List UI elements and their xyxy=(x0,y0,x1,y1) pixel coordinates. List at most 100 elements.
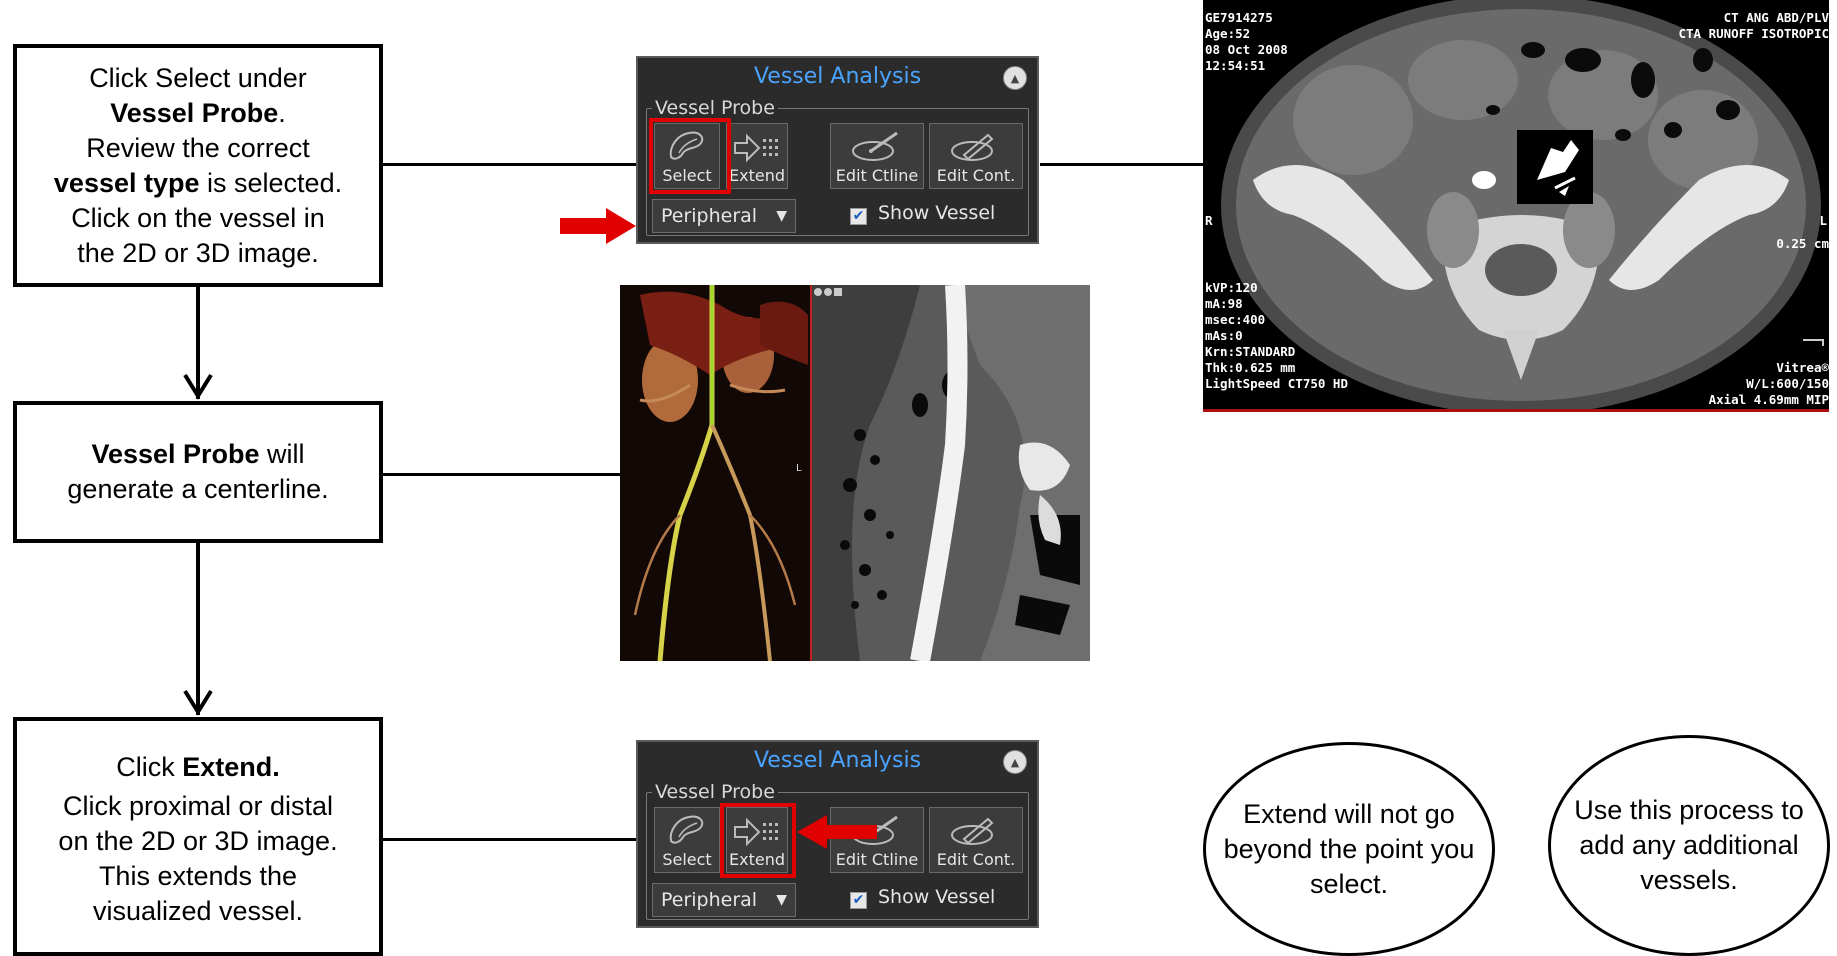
step-2-box: Vessel Probe will generate a centerline. xyxy=(13,401,383,543)
arrowhead-down-2 xyxy=(182,686,214,716)
step-3-line-1: Click Extend. xyxy=(116,750,280,785)
extend-arrow-icon xyxy=(733,133,781,163)
step-3-bold-extend: Extend. xyxy=(182,752,280,782)
ct-axial-image[interactable]: GE7914275 Age:52 08 Oct 2008 12:54:51 CT… xyxy=(1203,0,1829,412)
edit-cont-button-label-2: Edit Cont. xyxy=(937,850,1016,869)
edit-cont-button-2[interactable]: Edit Cont. xyxy=(929,807,1023,873)
edit-cont-button[interactable]: Edit Cont. xyxy=(929,123,1023,189)
step-1-bold-vessel-probe: Vessel Probe xyxy=(110,98,278,128)
select-button-label-2: Select xyxy=(662,850,711,869)
note-1-line-1: Extend will not go xyxy=(1224,797,1475,832)
edit-contour-icon xyxy=(948,129,1004,163)
dropdown-arrow-icon: ▼ xyxy=(776,208,787,224)
step-3-line-1-text: Click xyxy=(116,752,182,782)
note-1-line-3: select. xyxy=(1224,867,1475,902)
ct-vendor: Vitrea® xyxy=(1709,360,1829,376)
vessel-3d-2d-image[interactable]: L xyxy=(620,285,1090,661)
step-1-line-6: the 2D or 3D image. xyxy=(77,236,319,271)
ct-window-level: W/L:600/150 xyxy=(1709,376,1829,392)
ct-series-name: CTA RUNOFF ISOTROPIC xyxy=(1678,26,1829,42)
step-1-line-4-rest: is selected. xyxy=(200,168,343,198)
ct-scanner: LightSpeed CT750 HD xyxy=(1205,376,1348,392)
collapse-chevron-icon-2[interactable]: ▲ xyxy=(1003,750,1027,774)
panel-title-2: Vessel Analysis xyxy=(638,748,1037,773)
connector-step3-panel xyxy=(383,838,636,841)
step-3-line-2: Click proximal or distal xyxy=(63,789,333,824)
step-1-bold-vessel-type: vessel type xyxy=(54,168,200,198)
ct-scale-label: 0.25 cm xyxy=(1776,236,1829,252)
step-2-line-1-rest: will xyxy=(260,439,305,469)
note-2-line-2: add any additional xyxy=(1574,828,1804,863)
step-3-line-3: on the 2D or 3D image. xyxy=(58,824,337,859)
extend-button-label: Extend xyxy=(729,166,785,185)
ct-bottom-left-info: kVP:120 mA:98 msec:400 mAs:0 Krn:STANDAR… xyxy=(1205,280,1348,392)
extend-button[interactable]: Extend xyxy=(726,123,788,189)
edit-centerline-icon xyxy=(849,129,905,163)
step-3-box: Click Extend. Click proximal or distal o… xyxy=(13,717,383,956)
vessel-type-dropdown[interactable]: Peripheral ▼ xyxy=(652,199,796,233)
ct-side-marker-left: R xyxy=(1205,213,1213,229)
edit-contour-icon-2 xyxy=(948,813,1004,847)
step-1-line-2: Vessel Probe. xyxy=(110,96,286,131)
connector-panel-ct xyxy=(1040,163,1205,166)
step-2-line-2: generate a centerline. xyxy=(67,472,328,507)
vessel-probe-hand-icon-2 xyxy=(665,811,709,847)
edit-ctline-button-label: Edit Ctline xyxy=(836,166,918,185)
step-1-line-3: Review the correct xyxy=(86,131,310,166)
arrowhead-down-1 xyxy=(182,370,214,400)
show-vessel-label-2: Show Vessel xyxy=(878,886,995,908)
note-oval-extend-limit: Extend will not go beyond the point you … xyxy=(1203,742,1495,956)
edit-ctline-button-label-2: Edit Ctline xyxy=(836,850,918,869)
step-3-line-5: visualized vessel. xyxy=(93,894,303,929)
step-2-bold-vessel-probe: Vessel Probe xyxy=(91,439,259,469)
edit-ctline-button[interactable]: Edit Ctline xyxy=(830,123,924,189)
ct-reformat: Axial 4.69mm MIP xyxy=(1709,392,1829,408)
ct-top-left-info: GE7914275 Age:52 08 Oct 2008 12:54:51 xyxy=(1205,10,1288,74)
vessel-probe-label-2: Vessel Probe xyxy=(652,781,778,803)
step-1-line-4: vessel type is selected. xyxy=(54,166,342,201)
vessel-type-value: Peripheral xyxy=(661,205,757,227)
select-button-2[interactable]: Select xyxy=(654,807,720,873)
vessel-type-dropdown-2[interactable]: Peripheral ▼ xyxy=(652,883,796,917)
extend-highlight xyxy=(720,803,796,878)
edit-cont-button-label: Edit Cont. xyxy=(937,166,1016,185)
step-2-line-1: Vessel Probe will xyxy=(91,437,304,472)
ct-study-name: CT ANG ABD/PLV xyxy=(1678,10,1829,26)
step-1-line-2-rest: . xyxy=(278,98,286,128)
note-2-line-1: Use this process to xyxy=(1574,793,1804,828)
note-oval-additional-vessels: Use this process to add any additional v… xyxy=(1548,735,1830,956)
vessel-render-graphic xyxy=(620,285,1090,661)
ct-thickness: Thk:0.625 mm xyxy=(1205,360,1348,376)
collapse-chevron-icon[interactable]: ▲ xyxy=(1003,66,1027,90)
step-1-line-5: Click on the vessel in xyxy=(71,201,325,236)
panel-title: Vessel Analysis xyxy=(638,64,1037,89)
connector-step1-panel xyxy=(383,163,636,166)
ct-kernel: Krn:STANDARD xyxy=(1205,344,1348,360)
ct-side-marker-right: L xyxy=(1819,213,1827,229)
ct-ma: mA:98 xyxy=(1205,296,1348,312)
step-1-box: Click Select under Vessel Probe. Review … xyxy=(13,44,383,287)
ct-bottom-right-info: Vitrea® W/L:600/150 Axial 4.69mm MIP xyxy=(1709,360,1829,408)
note-1-text: Extend will not go beyond the point you … xyxy=(1224,797,1475,902)
show-vessel-checkbox[interactable]: ✔ xyxy=(850,208,867,225)
ct-msec: msec:400 xyxy=(1205,312,1348,328)
vessel-view-side-marker: L xyxy=(796,463,802,474)
dropdown-arrow-icon-2: ▼ xyxy=(776,892,787,908)
step-3-line-4: This extends the xyxy=(99,859,297,894)
note-2-line-3: vessels. xyxy=(1574,863,1804,898)
ct-date: 08 Oct 2008 xyxy=(1205,42,1288,58)
connector-step2-image xyxy=(383,473,620,476)
ct-kvp: kVP:120 xyxy=(1205,280,1348,296)
ct-time: 12:54:51 xyxy=(1205,58,1288,74)
show-vessel-label: Show Vessel xyxy=(878,202,995,224)
note-1-line-2: beyond the point you xyxy=(1224,832,1475,867)
red-arrow-left-icon xyxy=(797,815,877,849)
ct-patient-id: GE7914275 xyxy=(1205,10,1288,26)
ct-top-right-info: CT ANG ABD/PLV CTA RUNOFF ISOTROPIC xyxy=(1678,10,1829,42)
vessel-type-value-2: Peripheral xyxy=(661,889,757,911)
show-vessel-checkbox-2[interactable]: ✔ xyxy=(850,892,867,909)
select-highlight xyxy=(649,118,731,194)
ct-mas: mAs:0 xyxy=(1205,328,1348,344)
ct-age: Age:52 xyxy=(1205,26,1288,42)
note-2-text: Use this process to add any additional v… xyxy=(1574,793,1804,898)
